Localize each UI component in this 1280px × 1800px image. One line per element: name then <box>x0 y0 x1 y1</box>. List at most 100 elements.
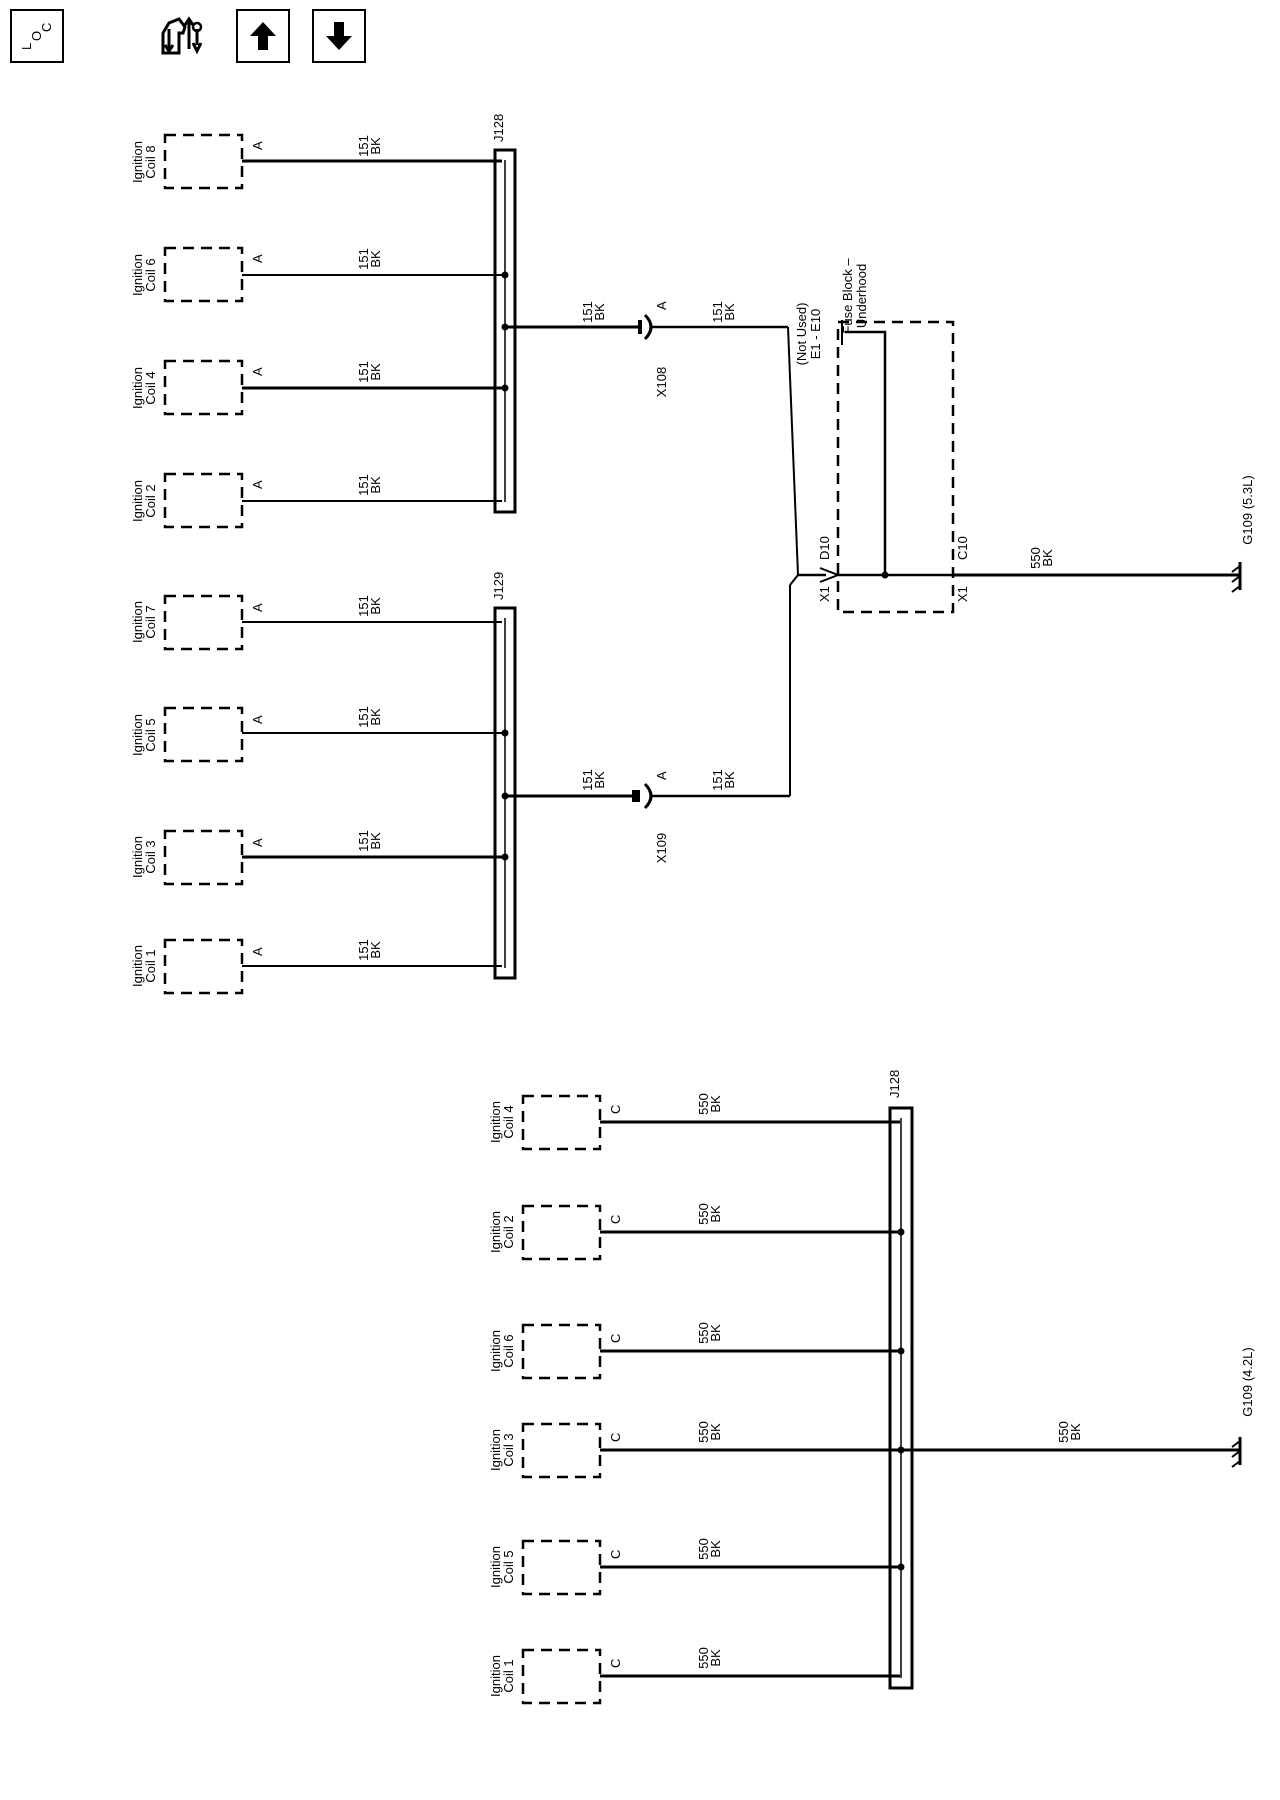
coil-box-3 <box>163 829 244 886</box>
svg-text:151: 151 <box>356 595 371 617</box>
svg-text:550: 550 <box>696 1322 711 1344</box>
svg-text:Coil 6: Coil 6 <box>143 258 158 291</box>
connector-x109-label: X109 <box>654 833 669 863</box>
svg-text:C: C <box>608 1105 623 1114</box>
svg-text:A: A <box>250 603 265 612</box>
coil-box-6 <box>163 246 244 303</box>
conn-x1-left-label: X1 <box>817 586 832 602</box>
svg-text:Coil 6: Coil 6 <box>501 1334 516 1367</box>
coil-label-7: Ignition Coil 7 <box>130 601 158 643</box>
svg-text:Ignition: Ignition <box>488 1429 503 1471</box>
pin-c10-label: C10 <box>955 536 970 560</box>
lower-coil-box-1 <box>521 1648 602 1705</box>
lower-coil-box-4 <box>521 1094 602 1151</box>
svg-text:BK: BK <box>592 303 607 321</box>
svg-text:BK: BK <box>1068 1423 1083 1441</box>
svg-text:151: 151 <box>356 939 371 961</box>
loc-button[interactable]: L O C <box>10 9 64 63</box>
svg-text:151: 151 <box>356 361 371 383</box>
arrow-down-icon <box>326 22 352 50</box>
previous-page-button[interactable] <box>236 9 290 63</box>
coil-label-4: Ignition Coil 4 <box>130 367 158 409</box>
svg-text:C: C <box>608 1334 623 1343</box>
svg-text:BK: BK <box>368 476 383 494</box>
vehicle-wrench-icon <box>161 16 203 55</box>
coil-label-2: Ignition Coil 2 <box>130 480 158 522</box>
svg-text:Ignition: Ignition <box>130 836 145 878</box>
svg-text:Coil 4: Coil 4 <box>143 371 158 404</box>
svg-text:C: C <box>608 1659 623 1668</box>
svg-text:BK: BK <box>368 137 383 155</box>
svg-text:Ignition: Ignition <box>130 254 145 296</box>
svg-text:550: 550 <box>696 1421 711 1443</box>
coil-label-3: Ignition Coil 3 <box>130 836 158 878</box>
svg-text:BK: BK <box>722 771 737 789</box>
svg-text:Coil 5: Coil 5 <box>143 718 158 751</box>
splice-j128-lower <box>888 1106 914 1690</box>
coil-label-6: Ignition Coil 6 <box>130 254 158 296</box>
lower-coil-label-5: Ignition Coil 5 <box>488 1546 516 1588</box>
loc-glyph-l: L <box>19 43 34 50</box>
svg-text:Coil 1: Coil 1 <box>501 1659 516 1692</box>
conn-x1-right-label: X1 <box>955 586 970 602</box>
svg-text:A: A <box>250 947 265 956</box>
svg-text:151: 151 <box>356 474 371 496</box>
svg-text:BK: BK <box>708 1540 723 1558</box>
connector-x108-label: X108 <box>654 367 669 397</box>
svg-text:BK: BK <box>592 771 607 789</box>
svg-text:A: A <box>250 254 265 263</box>
connector-x108-symbol <box>643 313 653 341</box>
coil-box-2 <box>163 472 244 529</box>
svg-text:BK: BK <box>368 708 383 726</box>
svg-text:550: 550 <box>696 1203 711 1225</box>
svg-text:(Not Used): (Not Used) <box>794 303 809 366</box>
svg-text:Coil 3: Coil 3 <box>501 1433 516 1466</box>
coil-label-5: Ignition Coil 5 <box>130 714 158 756</box>
svg-text:BK: BK <box>722 303 737 321</box>
svg-text:C: C <box>608 1550 623 1559</box>
svg-text:Fuse Block –: Fuse Block – <box>840 258 855 334</box>
svg-text:BK: BK <box>1040 549 1055 567</box>
lower-coil-label-2: Ignition Coil 2 <box>488 1211 516 1253</box>
service-info-button[interactable] <box>155 9 209 63</box>
pin-labels-c: C C C C C C <box>608 1105 623 1668</box>
coil-box-1 <box>163 938 244 995</box>
connector-x109-symbol <box>643 782 653 810</box>
svg-text:Ignition: Ignition <box>130 601 145 643</box>
svg-text:550: 550 <box>1056 1421 1071 1443</box>
svg-text:Coil 2: Coil 2 <box>501 1215 516 1248</box>
loc-glyph-o: O <box>29 31 44 41</box>
splice-j128-label: J128 <box>491 114 506 142</box>
upper-coils-j129: Ignition Coil 7 Ignition Coil 5 Ignition… <box>130 572 799 995</box>
next-page-button[interactable] <box>312 9 366 63</box>
svg-text:151: 151 <box>710 301 725 323</box>
svg-text:151: 151 <box>356 830 371 852</box>
lower-coil-box-6 <box>521 1323 602 1380</box>
lower-coil-label-1: Ignition Coil 1 <box>488 1655 516 1697</box>
svg-text:Ignition: Ignition <box>130 141 145 183</box>
pin-labels-a-upper: A A A A <box>250 141 265 489</box>
fuse-block-title: Fuse Block – Underhood <box>840 258 869 334</box>
splice-j128 <box>493 148 517 514</box>
coil-box-5 <box>163 706 244 763</box>
splice-j129-label: J129 <box>491 572 506 600</box>
fuse-block-box <box>836 320 955 614</box>
coil-box-8 <box>163 133 244 190</box>
svg-text:Coil 7: Coil 7 <box>143 605 158 638</box>
coil-label-1: Ignition Coil 1 <box>130 945 158 987</box>
loc-glyph-c: C <box>39 23 54 32</box>
svg-text:BK: BK <box>368 363 383 381</box>
lower-coil-label-3: Ignition Coil 3 <box>488 1429 516 1471</box>
svg-text:C: C <box>608 1215 623 1224</box>
svg-text:A: A <box>250 715 265 724</box>
svg-text:151: 151 <box>356 248 371 270</box>
svg-text:Ignition: Ignition <box>130 714 145 756</box>
ground-g109-53-label: G109 (5.3L) <box>1240 475 1255 544</box>
svg-text:A: A <box>250 480 265 489</box>
lower-coil-label-4: Ignition Coil 4 <box>488 1101 516 1143</box>
svg-text:BK: BK <box>708 1324 723 1342</box>
coil-label-8: Ignition Coil 8 <box>130 141 158 183</box>
svg-text:Coil 2: Coil 2 <box>143 484 158 517</box>
